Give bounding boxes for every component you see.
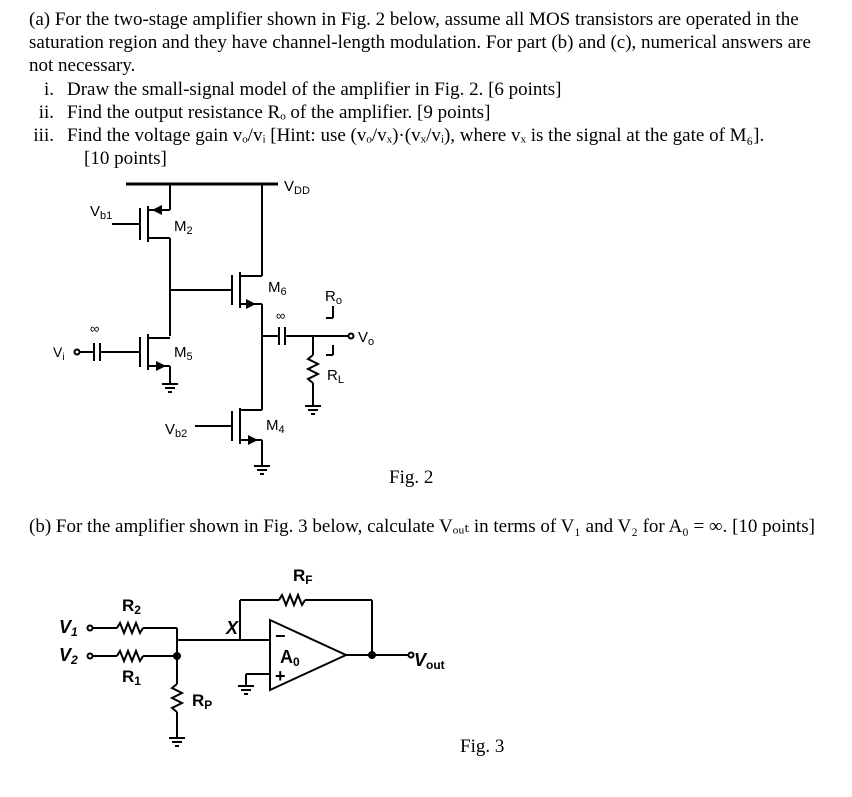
fig3-caption: Fig. 3 xyxy=(460,736,505,757)
a0-label: A0 xyxy=(280,647,300,669)
r1-label: R1 xyxy=(122,667,141,688)
m2-label: M2 xyxy=(174,218,193,237)
ro-label: Ro xyxy=(325,288,342,307)
v2-label: V2 xyxy=(59,645,78,667)
infinity-symbol-input: ∞ xyxy=(90,321,99,336)
vb2-label: Vb2 xyxy=(165,421,187,440)
infinity-symbol-output: ∞ xyxy=(276,308,285,323)
item-number: i. xyxy=(43,79,54,100)
vi-label: Vi xyxy=(53,344,65,363)
rl-label: RL xyxy=(327,367,344,386)
x-node-label: X xyxy=(225,618,239,638)
item-number: iii. xyxy=(33,125,54,146)
item-text: Find the voltage gain vₒ/vᵢ [Hint: use (… xyxy=(67,125,765,146)
part-a-intro: (a) For the two-stage amplifier shown in… xyxy=(29,9,811,76)
m6-label: M6 xyxy=(268,279,287,298)
item-text: [10 points] xyxy=(84,148,167,169)
r2-label: R2 xyxy=(122,596,141,617)
item-number: ii. xyxy=(38,102,54,123)
noninverting-sign: + xyxy=(275,666,286,686)
m5-label: M5 xyxy=(174,344,193,363)
v1-label: V1 xyxy=(59,617,78,639)
item-text: Find the output resistance Rₒ of the amp… xyxy=(67,102,491,123)
vb1-label: Vb1 xyxy=(90,203,112,222)
inverting-sign: − xyxy=(275,626,286,646)
item-text: Draw the small-signal model of the ampli… xyxy=(67,79,562,100)
m4-label: M4 xyxy=(266,417,285,436)
vo-label: Vo xyxy=(358,329,374,348)
fig2-caption: Fig. 2 xyxy=(389,467,434,488)
rf-label: RF xyxy=(293,566,313,587)
vout-label: Vout xyxy=(414,650,445,672)
part-b-text: (b) For the amplifier shown in Fig. 3 be… xyxy=(29,516,815,537)
vdd-label: VDD xyxy=(284,178,310,197)
rp-label: RP xyxy=(192,691,212,712)
